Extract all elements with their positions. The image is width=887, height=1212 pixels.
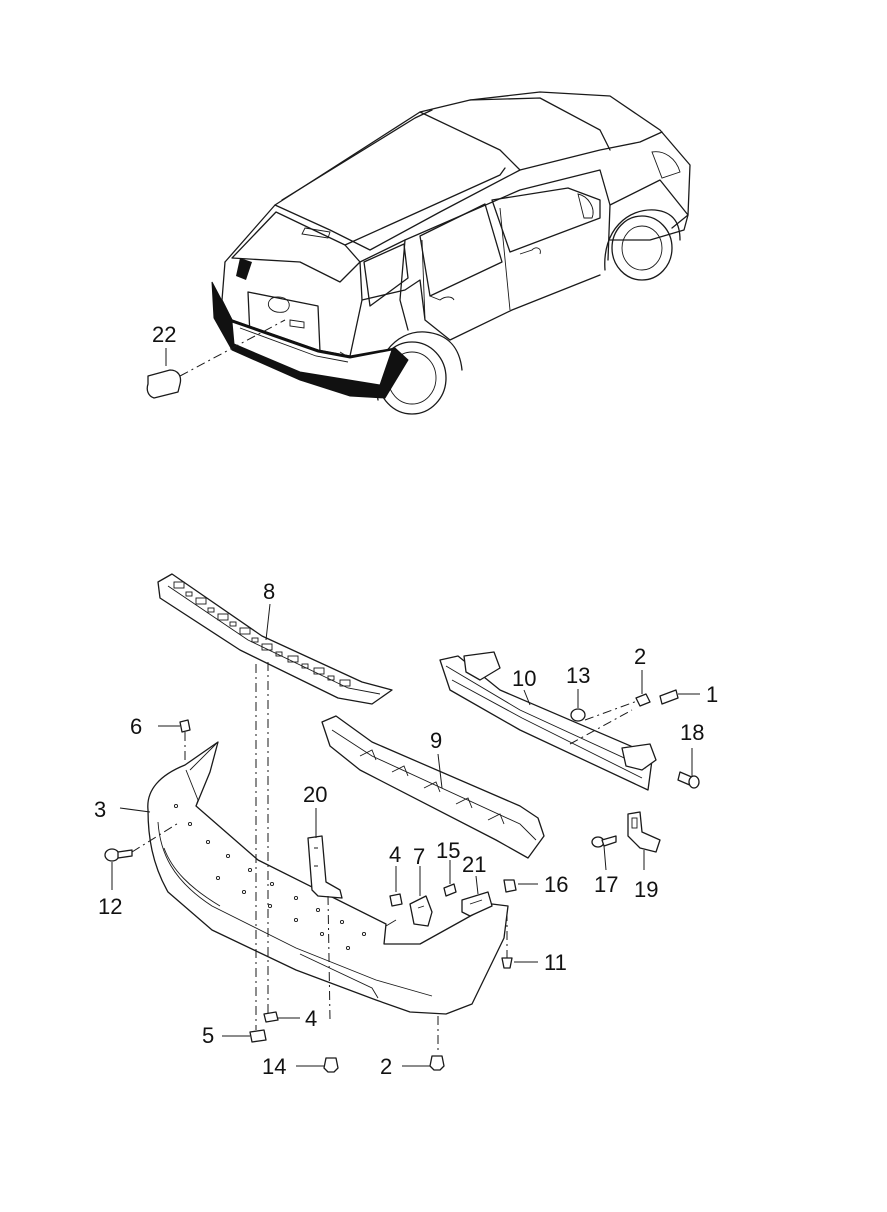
callout-1: 1 [706, 682, 718, 707]
callout-4-upper: 4 [389, 842, 401, 867]
callout-4-lower: 4 [305, 1006, 317, 1031]
callout-18: 18 [680, 720, 704, 745]
callout-6: 6 [130, 714, 142, 739]
callout-15: 15 [436, 838, 460, 863]
callout-12: 12 [98, 894, 122, 919]
callout-16: 16 [544, 872, 568, 897]
callout-9: 9 [430, 728, 442, 753]
part-5-clip [222, 1029, 267, 1043]
callout-14: 14 [262, 1054, 286, 1079]
part-8-strip [157, 573, 393, 705]
vehicle-illustration [211, 91, 691, 415]
callout-2-lower: 2 [380, 1054, 392, 1079]
callout-3: 3 [94, 797, 106, 822]
part-1-bolt [659, 689, 700, 705]
part-13-nut [570, 689, 586, 722]
part-17-screw [591, 835, 617, 871]
part-20-bracket [307, 808, 343, 1021]
callout-20: 20 [303, 782, 327, 807]
part-2-bolt-upper [635, 670, 651, 707]
callout-17: 17 [594, 872, 618, 897]
part-16-clip [503, 879, 538, 893]
callout-8: 8 [263, 579, 275, 604]
part-6-clip [158, 719, 191, 762]
part-12-bolt [104, 821, 181, 890]
part-4-clip-lower [263, 1011, 300, 1023]
callout-22: 22 [152, 322, 176, 347]
callout-13: 13 [566, 663, 590, 688]
callout-7: 7 [413, 844, 425, 869]
part-11-screw [501, 912, 538, 969]
callout-11: 11 [544, 950, 567, 975]
part-4-clip-upper [389, 866, 403, 907]
callout-5: 5 [202, 1023, 214, 1048]
part-9-absorber [321, 715, 545, 859]
part-3-bumper-cover [119, 741, 509, 1015]
part-18-bolt [677, 748, 700, 789]
part-22-cap [146, 319, 286, 399]
part-2-clip-lower [402, 1055, 445, 1071]
part-21-bracket [461, 875, 493, 917]
part-19-bracket [627, 811, 661, 870]
callout-2-upper: 2 [634, 644, 646, 669]
callout-labels: 22 8 10 13 2 1 9 18 6 3 20 4 7 15 21 16 … [94, 322, 718, 1079]
callout-19: 19 [634, 877, 658, 902]
part-15-screw [443, 860, 457, 897]
part-14-clip [296, 1057, 339, 1073]
part-10-beam [439, 651, 657, 791]
part-7-bracket [409, 866, 433, 927]
callout-21: 21 [462, 852, 486, 877]
alignment-lines [255, 662, 439, 1054]
callout-10: 10 [512, 666, 536, 691]
